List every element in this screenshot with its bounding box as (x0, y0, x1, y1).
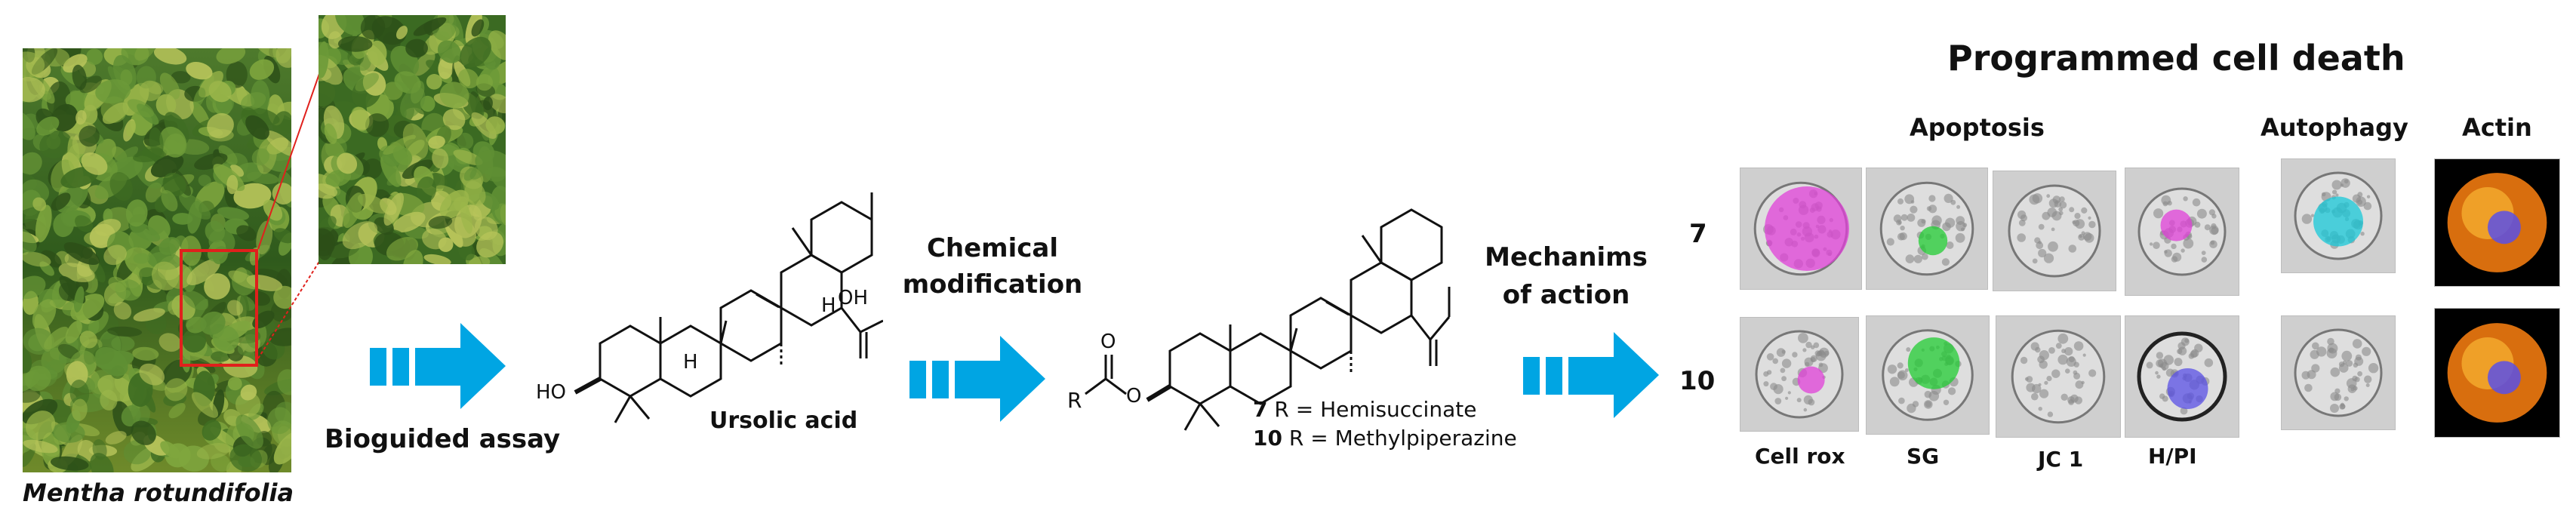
col-label-sg: SG (1907, 444, 1940, 469)
compound-10-line: 10 R = Methylpiperazine (1253, 424, 1517, 453)
compound-10-number: 10 (1253, 426, 1282, 451)
cell-7-jc1 (1993, 171, 2116, 291)
derivative-o-carbonyl: O (1100, 331, 1116, 353)
ursolic-oh: OH (838, 287, 869, 309)
mechanisms-label: Mechanims of action (1476, 238, 1657, 314)
compound-7-line: 7 R = Hemisuccinate (1253, 395, 1517, 424)
arrow-mechanisms (1523, 332, 1659, 418)
derivative-r-group: R (1067, 388, 1082, 413)
compound-7-text: R = Hemisuccinate (1267, 397, 1477, 422)
arrow-chemical (909, 336, 1045, 422)
ursolic-ho: HO (536, 381, 567, 404)
cell-7-hpi (2125, 168, 2239, 296)
cell-10-autophagy (2281, 315, 2396, 430)
plant-inset-photo (319, 15, 506, 264)
cell-10-hpi (2125, 315, 2239, 438)
cell-10-actin (2434, 308, 2560, 438)
col-label-jc1: JC 1 (2038, 447, 2084, 472)
ursolic-h-d: H (821, 294, 836, 317)
species-label: Mentha rotundifolia (23, 478, 294, 507)
derivative-o-ester: O (1126, 385, 1142, 408)
cell-7-sg (1866, 168, 1988, 290)
derivative-structure: O O R (1057, 204, 1510, 453)
cell-7-autophagy (2281, 158, 2396, 273)
compound-legend: 7 R = Hemisuccinate 10 R = Methylpiperaz… (1253, 395, 1517, 453)
row-label-10: 10 (1679, 366, 1716, 396)
pcd-title: Programmed cell death (1947, 38, 2405, 78)
cell-7-cellrox (1740, 168, 1862, 290)
compound-10-text: R = Methylpiperazine (1282, 426, 1517, 451)
ursolic-h-b: H (683, 351, 698, 374)
col-label-hpi: H/PI (2148, 444, 2197, 469)
arrow-bioguided (370, 323, 506, 409)
group-autophagy: Autophagy (2261, 113, 2408, 142)
plant-photo (23, 48, 291, 472)
compound-7-number: 7 (1253, 397, 1268, 422)
col-label-cellrox: Cell rox (1755, 444, 1845, 469)
mechanisms-line2: of action (1502, 280, 1630, 310)
zoom-lines (257, 71, 321, 359)
group-actin: Actin (2462, 113, 2532, 142)
cell-10-sg (1866, 315, 1990, 435)
mechanisms-line1: Mechanims (1485, 242, 1648, 272)
row-label-7: 7 (1689, 219, 1707, 249)
chemical-modification-label: Chemical modification (891, 230, 1094, 303)
chemical-line1: Chemical (926, 233, 1059, 263)
cell-10-jc1 (1996, 315, 2121, 438)
cell-7-actin (2434, 158, 2560, 287)
cell-10-cellrox (1740, 317, 1859, 432)
inset-box (180, 249, 258, 367)
ursolic-acid-label: Ursolic acid (709, 408, 858, 434)
group-apoptosis: Apoptosis (1910, 113, 2045, 142)
ursolic-acid-structure: HO OH H H (528, 181, 883, 453)
chemical-line2: modification (902, 269, 1083, 300)
bioguided-label: Bioguided assay (325, 424, 561, 454)
